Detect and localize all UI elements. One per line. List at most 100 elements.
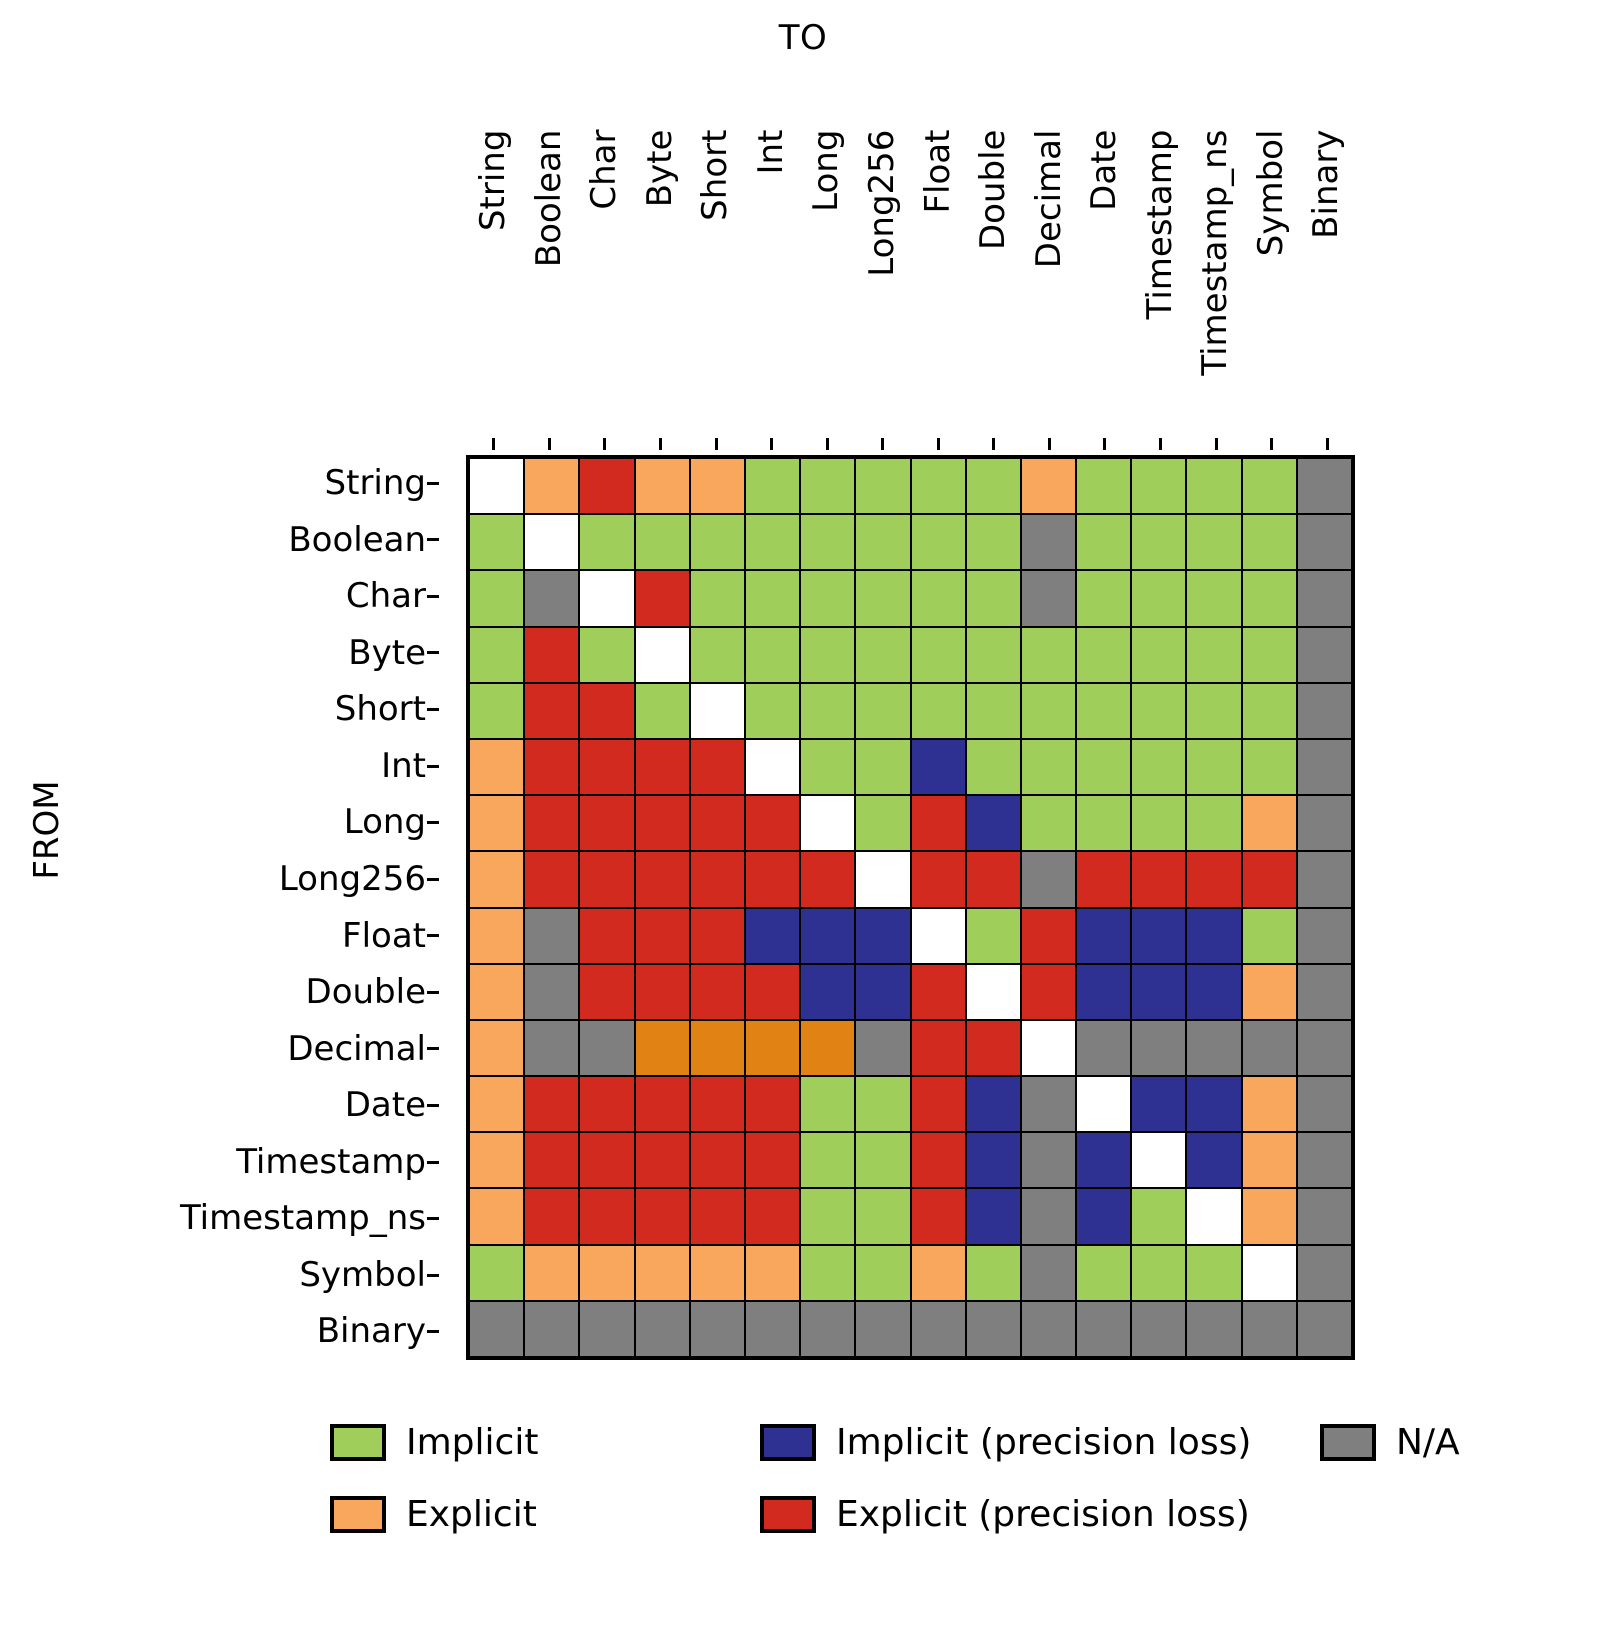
matrix-cell	[689, 626, 745, 683]
matrix-cell	[1020, 1300, 1077, 1357]
matrix-cell	[800, 1132, 856, 1189]
matrix-cell	[689, 851, 745, 908]
row-label-short: Short	[334, 689, 426, 730]
matrix-cell	[469, 1132, 525, 1189]
y-tick	[427, 1103, 439, 1107]
matrix-cell	[1241, 682, 1297, 739]
matrix-cell	[1186, 682, 1242, 739]
matrix-cell	[579, 963, 635, 1020]
matrix-cell	[855, 1132, 911, 1189]
matrix-cell	[1076, 626, 1132, 683]
matrix-cell	[579, 1076, 635, 1133]
matrix-cell	[800, 570, 856, 627]
column-label-double: Double	[973, 130, 1014, 251]
matrix-cell	[965, 851, 1021, 908]
y-tick	[427, 877, 439, 881]
matrix-cell	[1131, 514, 1187, 571]
matrix-cell	[855, 795, 911, 852]
matrix-cell	[1020, 1132, 1077, 1189]
matrix-cell	[800, 1019, 856, 1077]
column-label-timestamp: Timestamp	[1139, 130, 1180, 320]
matrix-cell	[744, 682, 801, 739]
matrix-cell	[1186, 1132, 1242, 1189]
matrix-cell	[910, 1300, 966, 1357]
matrix-cell	[855, 570, 911, 627]
matrix-cell	[744, 1132, 801, 1189]
row-label-binary: Binary	[316, 1311, 426, 1352]
matrix-cell	[744, 738, 801, 796]
row-label-int: Int	[381, 745, 426, 786]
matrix-cell	[1241, 963, 1297, 1020]
matrix-cell	[469, 1076, 525, 1133]
column-label-long256: Long256	[861, 130, 902, 278]
matrix-cell	[469, 514, 525, 571]
legend-entry-implicit-precision-loss: Implicit (precision loss)	[760, 1424, 1251, 1461]
matrix-cell	[855, 963, 911, 1020]
x-tick	[1214, 438, 1218, 450]
matrix-cell	[1186, 1300, 1242, 1357]
matrix-cell	[634, 795, 690, 852]
matrix-cell	[910, 1076, 966, 1133]
matrix-cell	[469, 738, 525, 796]
matrix-cell	[1131, 1188, 1187, 1245]
matrix-cell	[579, 1244, 635, 1301]
matrix-cell	[1186, 1188, 1242, 1245]
y-tick	[427, 481, 439, 485]
matrix-cell	[965, 907, 1021, 964]
column-label-date: Date	[1084, 130, 1125, 212]
matrix-cell	[1020, 1188, 1077, 1245]
matrix-cell	[1241, 1244, 1297, 1301]
matrix-cell	[965, 963, 1021, 1020]
matrix-cell	[524, 514, 580, 571]
row-label-timestamp: Timestamp	[236, 1141, 426, 1182]
matrix-cell	[469, 907, 525, 964]
matrix-cell	[910, 626, 966, 683]
column-label-binary: Binary	[1306, 130, 1347, 240]
matrix-cell	[910, 1188, 966, 1245]
matrix-cell	[524, 795, 580, 852]
column-label-short: Short	[695, 130, 736, 222]
matrix-cell	[1241, 1019, 1297, 1077]
matrix-cell	[744, 907, 801, 964]
matrix-cell	[1076, 963, 1132, 1020]
matrix-cell	[1020, 851, 1077, 908]
matrix-cell	[689, 1132, 745, 1189]
matrix-cell	[1076, 458, 1132, 515]
legend-swatch-icon	[1320, 1424, 1376, 1461]
matrix-cell	[855, 626, 911, 683]
matrix-cell	[910, 1019, 966, 1077]
y-tick	[427, 1160, 439, 1164]
matrix-cell	[1076, 514, 1132, 571]
legend-label: Explicit (precision loss)	[836, 1493, 1250, 1535]
matrix-cell	[965, 570, 1021, 627]
matrix-cell	[800, 458, 856, 515]
matrix-cell	[469, 1188, 525, 1245]
matrix-cell	[1186, 1076, 1242, 1133]
legend-label: Implicit (precision loss)	[836, 1421, 1252, 1463]
column-label-timestamp_ns: Timestamp_ns	[1195, 130, 1236, 377]
matrix-cell	[469, 963, 525, 1020]
matrix-cell	[579, 1188, 635, 1245]
row-label-string: String	[324, 463, 426, 503]
y-tick	[427, 1047, 439, 1051]
matrix-cell	[855, 1300, 911, 1357]
matrix-cell	[1076, 570, 1132, 627]
matrix-cell	[744, 1076, 801, 1133]
matrix-cell	[1020, 738, 1077, 796]
matrix-cell	[1020, 1019, 1077, 1077]
matrix-cell	[1131, 626, 1187, 683]
matrix-cell	[634, 1244, 690, 1301]
matrix-cell	[634, 626, 690, 683]
matrix-cell	[1076, 1019, 1132, 1077]
matrix-cell	[689, 963, 745, 1020]
matrix-cell	[800, 626, 856, 683]
matrix-cell	[1241, 851, 1297, 908]
row-label-timestamp_ns: Timestamp_ns	[179, 1198, 426, 1239]
column-label-boolean: Boolean	[528, 130, 569, 268]
y-tick	[427, 594, 439, 598]
matrix-cell	[1076, 1132, 1132, 1189]
matrix-cell	[855, 851, 911, 908]
matrix-cell	[634, 682, 690, 739]
matrix-cell	[1296, 1188, 1352, 1245]
